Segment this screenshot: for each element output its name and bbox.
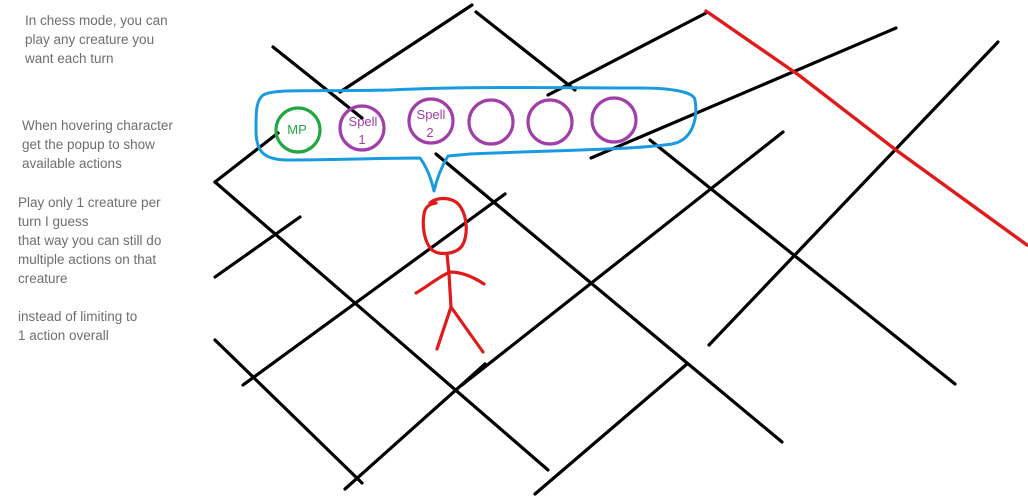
grid-line [648, 138, 957, 386]
action-circle [526, 98, 574, 146]
grid-line [338, 3, 474, 94]
grid-line [707, 40, 1000, 347]
grid-line [474, 10, 577, 92]
action-button-empty-3[interactable] [590, 96, 638, 144]
popup-speech-bubble [254, 86, 698, 193]
grid-line [213, 215, 302, 279]
action-circle [338, 104, 386, 152]
grid-line [533, 362, 689, 496]
creature-arms [414, 270, 486, 295]
grid-line [460, 130, 785, 387]
action-button-mp[interactable]: MP [274, 106, 322, 154]
grid-line [213, 131, 280, 184]
action-label-spell-2-line2: 2 [426, 125, 433, 140]
popup-action-buttons: MP Spell 1 Spell 2 [274, 96, 638, 154]
grid-line [213, 338, 364, 485]
stick-figure-creature[interactable] [414, 196, 486, 354]
grid-line [546, 11, 708, 97]
action-circle [467, 98, 515, 146]
action-label-spell-1-line1: Spell [349, 114, 378, 129]
grid-line [434, 152, 784, 444]
note-hover-popup: When hovering character get the popup to… [22, 118, 173, 171]
action-label-mp: MP [287, 122, 307, 137]
red-highlight-line [704, 9, 1028, 247]
action-circle [590, 96, 638, 144]
isometric-grid [213, 3, 1000, 496]
creature-torso [447, 272, 453, 309]
action-button-spell-1[interactable]: Spell 1 [338, 104, 386, 152]
note-one-creature-per-turn: Play only 1 creature per turn I guess th… [18, 195, 162, 286]
note-chess-mode: In chess mode, you can play any creature… [25, 13, 168, 66]
grid-line [241, 192, 507, 387]
action-label-spell-1-line2: 1 [358, 132, 365, 147]
action-circle [407, 97, 455, 145]
grid-line [589, 26, 898, 160]
creature-neck [445, 252, 451, 276]
creature-leg-left [435, 305, 453, 351]
action-circle [274, 106, 322, 154]
note-instead-of-limiting: instead of limiting to 1 action overall [18, 309, 138, 343]
action-button-empty-1[interactable] [467, 98, 515, 146]
action-button-spell-2[interactable]: Spell 2 [407, 97, 455, 145]
action-label-spell-2-line1: Spell [417, 107, 446, 122]
creature-leg-right [449, 305, 485, 354]
grid-line [271, 45, 364, 120]
grid-line [213, 180, 550, 472]
action-button-empty-2[interactable] [526, 98, 574, 146]
